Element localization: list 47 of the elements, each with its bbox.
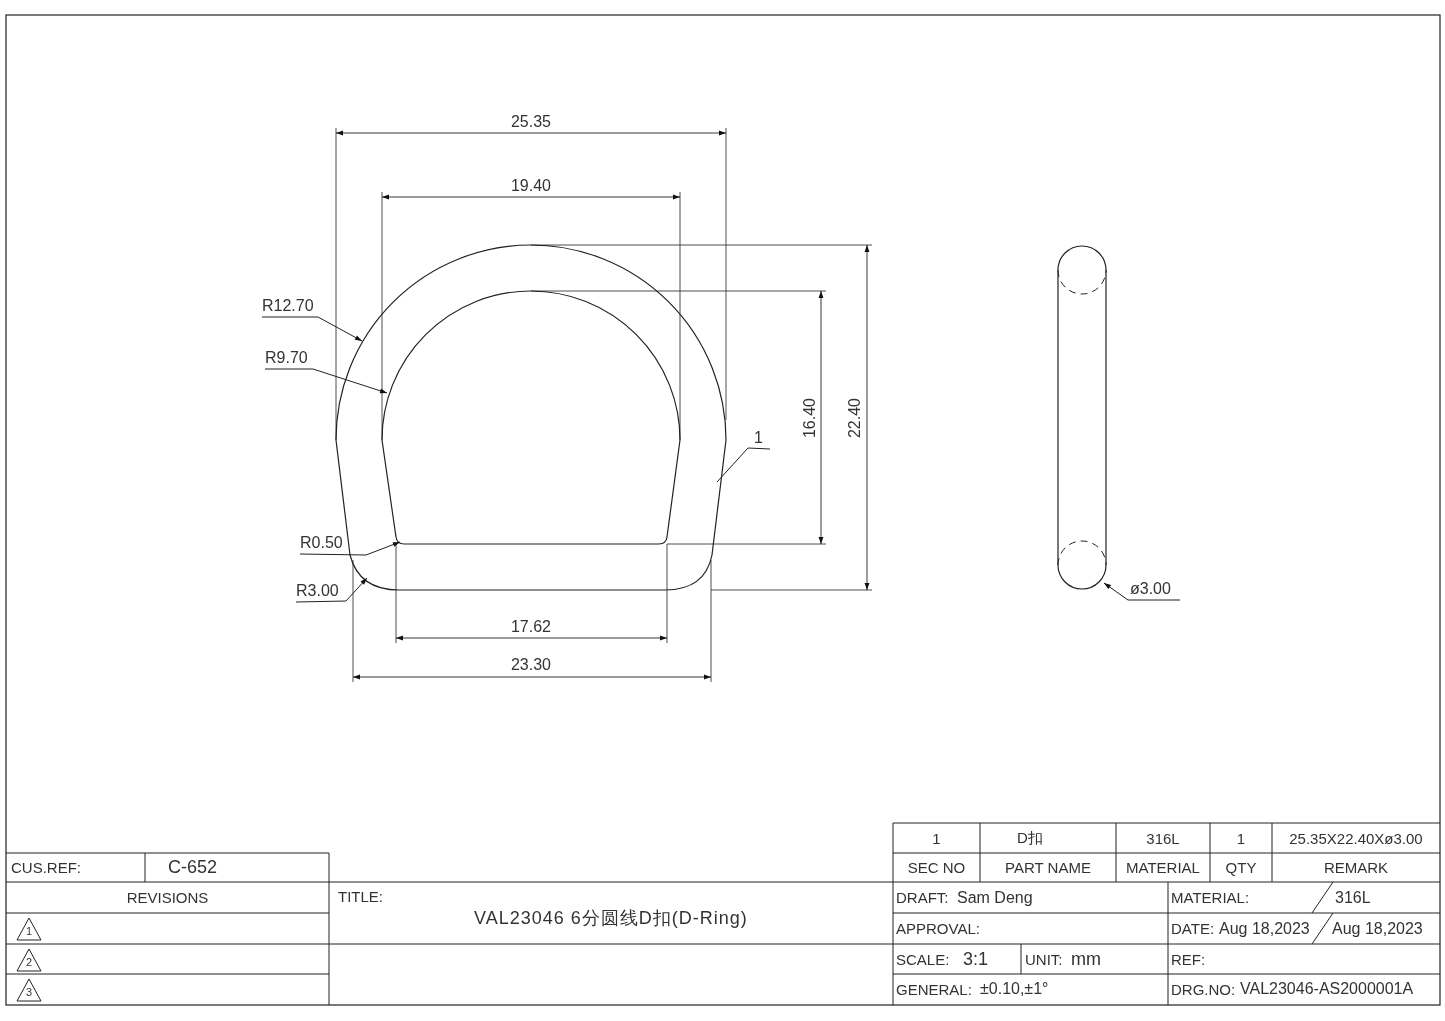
field-value: mm <box>1071 948 1101 970</box>
field-value: Aug 18,2023 <box>1219 919 1310 938</box>
field-value: C-652 <box>168 857 218 878</box>
table-cell: 316L <box>1146 829 1180 847</box>
dimension-value: 19.40 <box>510 177 551 195</box>
dimension-value: 23.30 <box>510 656 551 674</box>
revision-number: 3 <box>25 986 33 998</box>
field-value: Aug 18,2023 <box>1332 919 1423 938</box>
revision-number: 1 <box>25 925 33 937</box>
table-cell: 25.35X22.40Xø3.00 <box>1289 829 1423 847</box>
field-value: Sam Deng <box>957 888 1033 907</box>
dimension-value: 16.40 <box>801 398 819 438</box>
dimension-value: 25.35 <box>510 113 551 131</box>
field-label: TITLE: <box>338 887 383 905</box>
field-label: DRG.NO: <box>1171 980 1236 998</box>
field-value: VAL23046-AS2000001A <box>1240 980 1414 998</box>
table-header: QTY <box>1225 859 1257 876</box>
field-value: 316L <box>1335 888 1371 907</box>
table-cell: 1 <box>1236 829 1246 847</box>
field-label: CUS.REF: <box>11 859 81 876</box>
field-value: ±0.10,±1° <box>980 980 1049 998</box>
field-label: DRAFT: <box>896 889 949 906</box>
table-header: REMARK <box>1323 859 1389 876</box>
leader-line <box>261 316 363 342</box>
field-label: GENERAL: <box>896 980 972 998</box>
leader-line <box>716 447 771 483</box>
dimension-value: 22.40 <box>846 398 864 438</box>
leader-line <box>264 368 388 394</box>
field-label: REF: <box>1171 950 1206 968</box>
revision-number: 2 <box>25 956 33 968</box>
drawing-title: VAL23046 6分圆线D扣(D-Ring) <box>474 907 748 930</box>
table-header: REVISIONS <box>126 889 209 906</box>
field-value: 3:1 <box>963 948 989 970</box>
table-header: PART NAME <box>1005 859 1091 876</box>
table-header: MATERIAL <box>1126 859 1200 876</box>
table-cell: 1 <box>932 829 941 847</box>
dimension-value: 17.62 <box>510 618 551 636</box>
leader-line <box>1103 582 1181 601</box>
leader-line <box>299 541 401 556</box>
table-cell: D扣 <box>1017 828 1043 848</box>
field-label: UNIT: <box>1025 950 1063 968</box>
table-header: SEC NO <box>907 859 966 876</box>
field-label: APPROVAL: <box>896 920 980 937</box>
field-label: MATERIAL: <box>1171 889 1250 906</box>
field-label: SCALE: <box>896 950 950 968</box>
field-label: DATE: <box>1171 920 1215 937</box>
leader-line <box>295 577 368 603</box>
